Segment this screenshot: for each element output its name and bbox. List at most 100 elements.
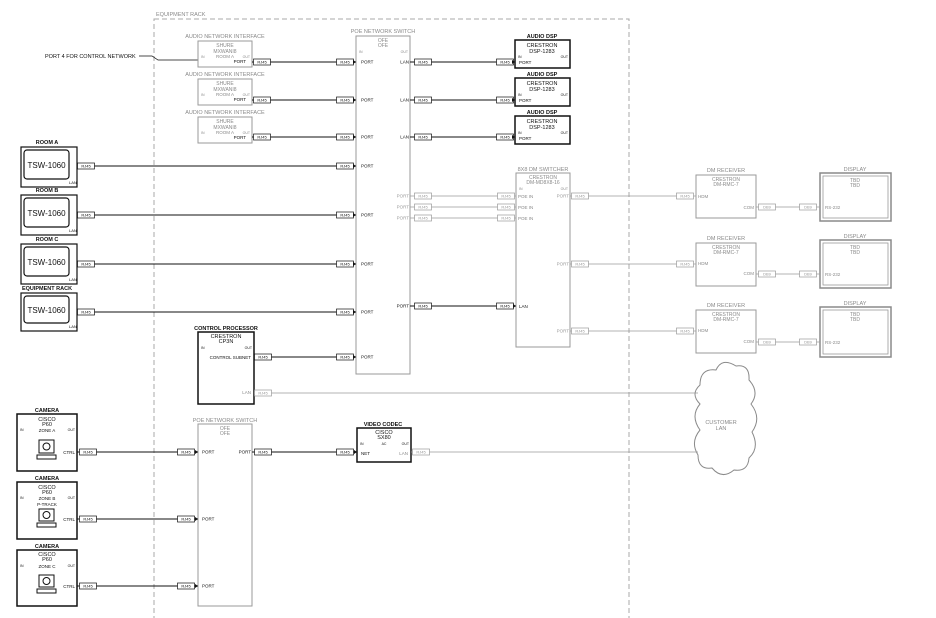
display-2: DISPLAY TBD TBD RS-232 [819, 234, 892, 289]
rj45-tag: RJ45 [177, 582, 195, 590]
camera-zone-c-line1: CISCO [38, 552, 56, 558]
tsw-room-c-model: TSW-1060 [27, 258, 66, 267]
control-processor-line2: CP3N [219, 339, 234, 345]
dm-receiver-2: DM RECEIVER CRESTRON DM-RMC-7 HDM COM [695, 236, 757, 287]
rj45-tag: RJ45 [676, 260, 694, 268]
camera-zone-a-in: IN [20, 428, 24, 432]
equipment-rack-label: EQUIPMENT RACK [156, 12, 206, 18]
dm-switcher-out: OUT [561, 187, 569, 191]
svg-text:RJ45: RJ45 [258, 355, 268, 360]
ani-2-room: ROOM A [216, 92, 234, 97]
db9-tag: DB9 [799, 270, 817, 278]
ani-1-header: AUDIO NETWORK INTERFACE [185, 34, 265, 40]
poe-switch-top: POE NETWORK SWITCH OFE OFE IN OUT [351, 29, 416, 375]
dm-switcher-line2: DM-MD8X8-16 [526, 180, 560, 186]
rj45-tag: RJ45 [77, 308, 95, 316]
svg-text:DB9: DB9 [804, 272, 813, 277]
svg-text:RJ45: RJ45 [418, 304, 428, 309]
control-processor-line1: CRESTRON [211, 334, 242, 340]
db9-tag: DB9 [758, 338, 776, 346]
dm-output-port-label: PORT [557, 329, 570, 334]
rj45-tag: RJ45 [336, 308, 354, 316]
camera-zone-c-line2: P60 [42, 557, 52, 563]
svg-text:DB9: DB9 [804, 205, 813, 210]
ani-3-port: PORT [234, 135, 247, 140]
camera-zone-a-ctrl: CTRL [63, 450, 75, 455]
tsw-room-c-screen [23, 246, 70, 277]
dsp-3-port: PORT [519, 136, 532, 141]
dm-receiver-3-com: COM [744, 339, 755, 344]
switch-port-label: PORT [361, 135, 374, 140]
video-codec-line2: SX80 [377, 435, 390, 441]
video-codec-ac: AC [382, 442, 387, 446]
display-1-rs232: RS-232 [825, 205, 841, 210]
svg-text:RJ45: RJ45 [418, 205, 428, 210]
ani-3-header: AUDIO NETWORK INTERFACE [185, 110, 265, 116]
dm-switcher-poe-in-3: POE IN [518, 216, 533, 221]
poe-switch-top-header: POE NETWORK SWITCH [351, 29, 416, 35]
dsp-1-port: PORT [519, 60, 532, 65]
svg-text:RJ45: RJ45 [501, 205, 511, 210]
ani-2-header: AUDIO NETWORK INTERFACE [185, 72, 265, 78]
rj45-tag: RJ45 [254, 389, 272, 397]
tsw-equipment-rack-screen [23, 295, 70, 324]
camera-zone-a-line2: P60 [42, 422, 52, 428]
camera-zone-b-header: CAMERA [35, 476, 59, 482]
svg-text:RJ45: RJ45 [340, 213, 350, 218]
display-2-screen [822, 242, 889, 286]
arrow-icon [353, 213, 356, 217]
ani-1-box [197, 40, 253, 68]
arrow-icon [195, 584, 198, 588]
svg-text:RJ45: RJ45 [81, 262, 91, 267]
rj45-tag: RJ45 [79, 582, 97, 590]
dsp-1-line2: DSP-1283 [529, 49, 554, 55]
rj45-tag: RJ45 [254, 353, 272, 361]
svg-text:DB9: DB9 [763, 340, 772, 345]
camera-zone-c-zone: ZONE C [38, 564, 56, 569]
rj45-tag: RJ45 [336, 260, 354, 268]
arrow-icon [513, 304, 516, 308]
svg-text:RJ45: RJ45 [181, 450, 191, 455]
switch-port-label: PORT [397, 194, 410, 199]
ani-2-in: IN [201, 93, 205, 97]
rj45-tag: RJ45 [676, 192, 694, 200]
svg-text:RJ45: RJ45 [340, 135, 350, 140]
control-processor-in: IN [201, 346, 205, 350]
db9-tag: DB9 [758, 270, 776, 278]
switch-port-label: PORT [361, 355, 374, 360]
rj45-tag: RJ45 [414, 96, 432, 104]
switch-port-label: PORT [361, 98, 374, 103]
ani-3-box [197, 116, 253, 144]
ani-1-port: PORT [234, 59, 247, 64]
control-processor: CONTROL PROCESSOR CRESTRON CP3N IN OUT C… [194, 326, 258, 405]
rj45-tag: RJ45 [414, 192, 432, 200]
dsp-2-out: OUT [561, 93, 569, 97]
dm-output-port-label: PORT [557, 194, 570, 199]
switch-lan-label: LAN [400, 135, 409, 140]
rj45-tag: RJ45 [571, 192, 589, 200]
dsp-3-header: AUDIO DSP [527, 110, 558, 116]
video-codec-line1: CISCO [375, 430, 393, 436]
camera-icon [36, 574, 57, 594]
switch-lan-label: LAN [400, 60, 409, 65]
camera-zone-a: CAMERA CISCO P60 IN OUT ZONE A CTRL [16, 408, 78, 472]
switch-port-label: PORT [397, 304, 410, 309]
camera-zone-c-out: OUT [68, 564, 76, 568]
arrow-icon [353, 98, 356, 102]
poe-switch-bottom-header: POE NETWORK SWITCH [193, 418, 258, 424]
svg-text:RJ45: RJ45 [418, 135, 428, 140]
dsp-2-line1: CRESTRON [527, 81, 558, 87]
svg-text:RJ45: RJ45 [575, 194, 585, 199]
switch-port-label: PORT [361, 164, 374, 169]
camera-zone-b-out: OUT [68, 496, 76, 500]
poe-switch-bottom-box [197, 423, 253, 607]
svg-text:RJ45: RJ45 [500, 98, 510, 103]
camera-zone-a-line1: CISCO [38, 417, 56, 423]
control-processor-header: CONTROL PROCESSOR [194, 326, 258, 332]
svg-text:RJ45: RJ45 [340, 355, 350, 360]
dm-switcher-poe-in-1: POE IN [518, 194, 533, 199]
camera-zone-b-in: IN [20, 496, 24, 500]
svg-text:DB9: DB9 [763, 272, 772, 277]
rj45-tag: RJ45 [336, 96, 354, 104]
rj45-tag: RJ45 [336, 211, 354, 219]
